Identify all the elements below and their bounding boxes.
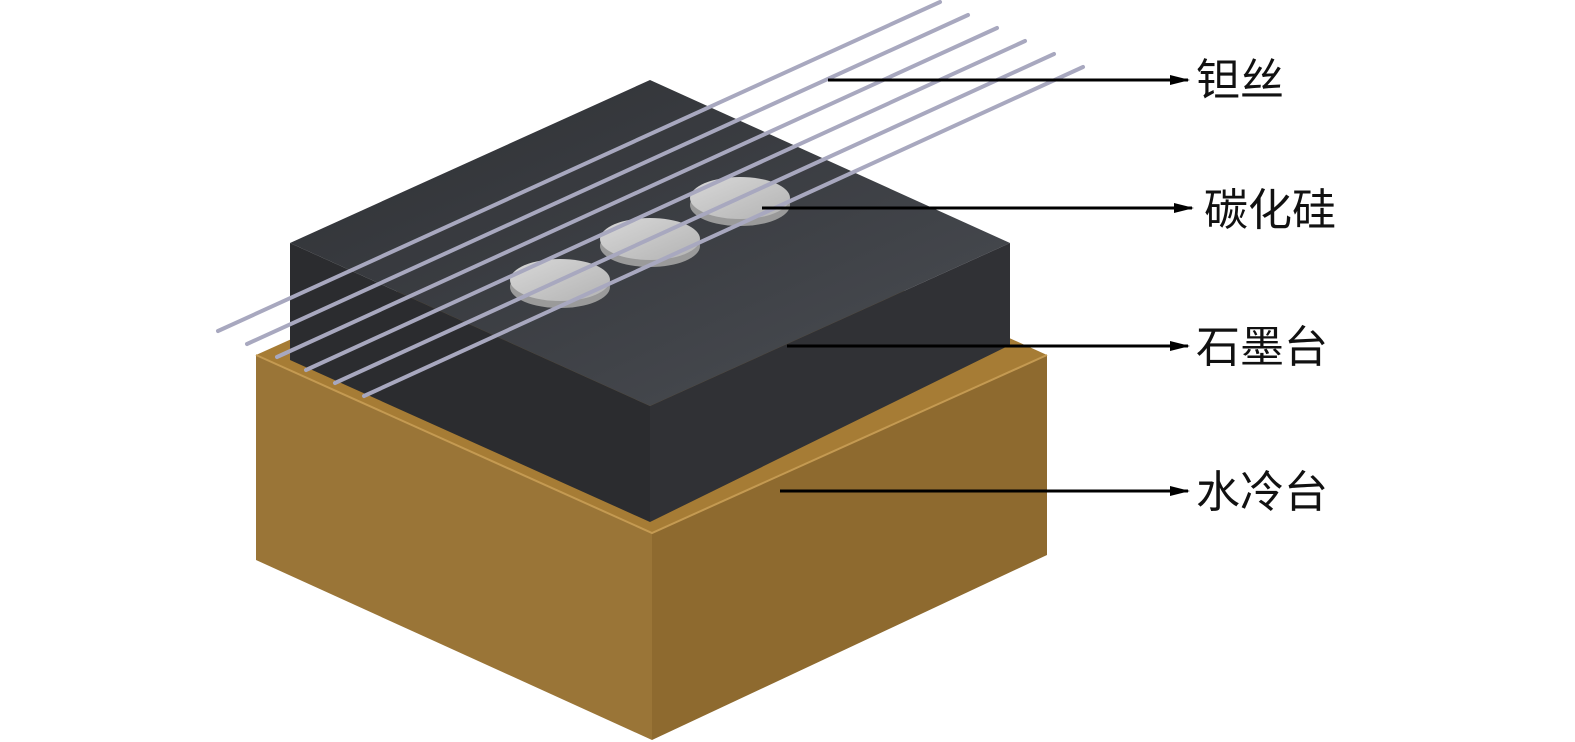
sample-disc [510,259,610,308]
tantalum-wire [216,0,942,333]
water-stage-edge [255,354,1048,535]
tantalum-wire [304,39,1027,372]
sample-disc [600,218,700,267]
leader-arrows [762,75,1194,496]
tantalum-wire [333,52,1056,385]
tantalum-wire [275,26,999,359]
graphite-left-face [290,243,650,522]
sample-disc [690,177,790,226]
label-tantalum-wire: 钽丝 [1196,55,1284,106]
label-water-cooled-stage: 水冷台 [1196,467,1328,518]
water-stage-right-face [652,355,1047,740]
water-stage-left-face [256,355,652,740]
label-silicon-carbide: 碳化硅 [1204,185,1336,236]
tantalum-wire [245,13,970,346]
label-graphite-stage: 石墨台 [1196,322,1328,373]
tantalum-wires [216,0,1085,398]
graphite-right-face [650,243,1010,522]
tantalum-wire [362,65,1085,398]
